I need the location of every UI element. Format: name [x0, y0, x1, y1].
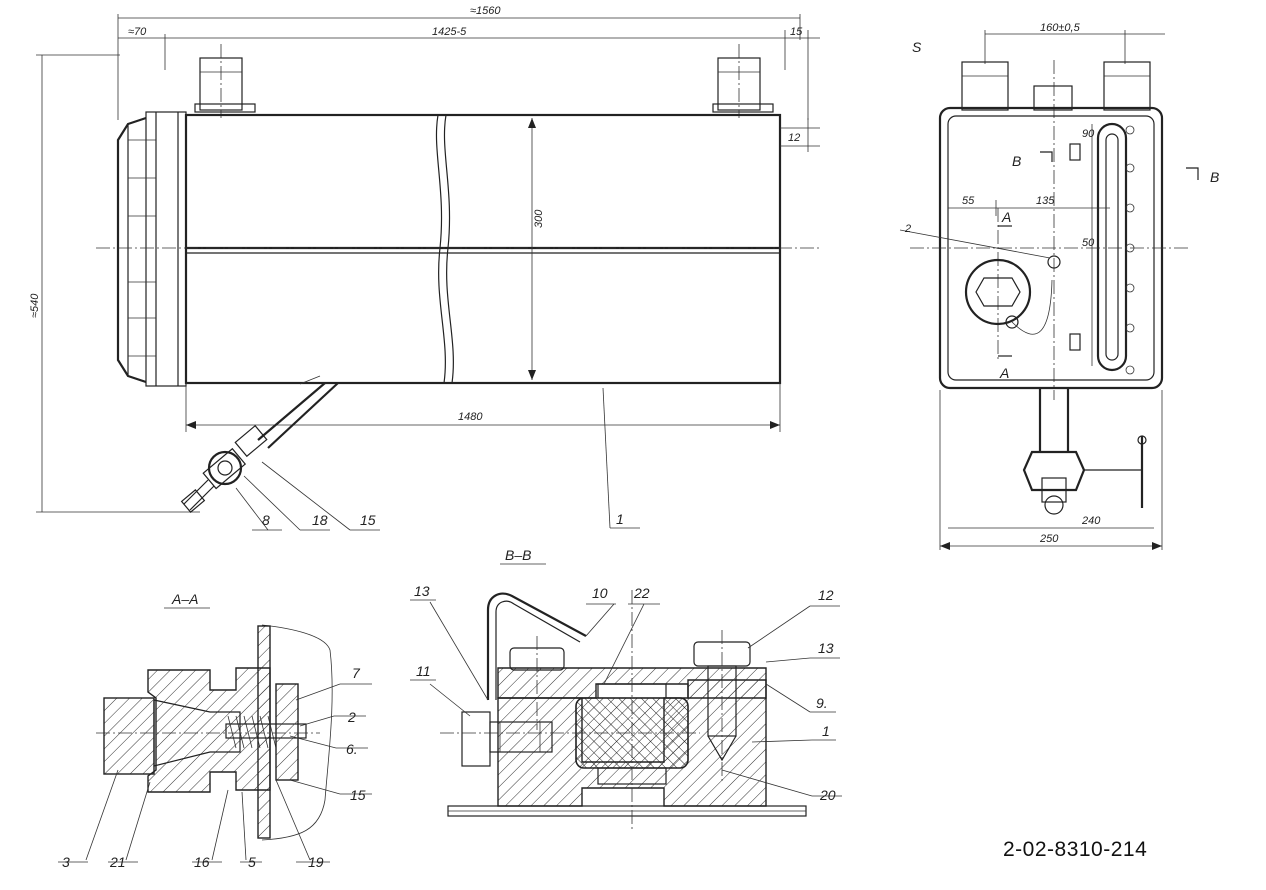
dim-side-bolt-spacing: 160±0,5: [1040, 22, 1081, 34]
label-part-3: 3: [62, 854, 70, 870]
label-part-11: 11: [416, 663, 431, 679]
side-view: S 160±0,5 90 50 55 135: [899, 22, 1219, 550]
label-part-9: 9.: [816, 695, 828, 711]
cut-label-a-bottom: A: [999, 365, 1009, 381]
label-part-15: 15: [360, 512, 376, 528]
dim-body-length: 1480: [458, 411, 483, 423]
cut-label-b-right: B: [1210, 169, 1219, 185]
dim-gauge-lower: 50: [1082, 237, 1095, 249]
dim-bolt-spacing: 1425-5: [432, 26, 467, 38]
label-part-1-section: 1: [822, 723, 830, 739]
label-part-16: 16: [194, 854, 210, 870]
dim-side-inner-width: 240: [1081, 515, 1101, 527]
label-part-21: 21: [109, 854, 126, 870]
dim-side-left: 55: [962, 195, 975, 207]
label-part-13-right: 13: [818, 640, 834, 656]
view-label-s: S: [912, 39, 922, 55]
label-part-13-left: 13: [414, 583, 430, 599]
dim-total-height: ≈540: [29, 293, 41, 318]
dim-body-height: 300: [533, 209, 545, 228]
label-part-19: 19: [308, 854, 324, 870]
section-title-b-b: B–B: [505, 547, 531, 563]
label-part-6: 6.: [346, 741, 358, 757]
label-part-12: 12: [818, 587, 834, 603]
drawing-number: 2-02-8310-214: [1003, 838, 1148, 861]
label-part-18: 18: [312, 512, 328, 528]
section-b-b: B–B: [410, 547, 842, 832]
cut-label-b-left: B: [1012, 153, 1021, 169]
dim-wall-offset: 12: [788, 132, 800, 144]
dim-gauge-upper: 90: [1082, 128, 1095, 140]
dim-side-right: 135: [1036, 195, 1055, 207]
label-part-22: 22: [633, 585, 650, 601]
dim-side-outer-width: 250: [1039, 533, 1059, 545]
mark-note: 2: [904, 223, 911, 235]
cut-label-a-top: A: [1001, 209, 1011, 225]
dim-end-offset: ≈70: [128, 26, 147, 38]
dim-overall-length: ≈1560: [470, 5, 501, 17]
label-part-2: 2: [347, 709, 356, 725]
label-part-20: 20: [819, 787, 836, 803]
label-part-7: 7: [352, 665, 361, 681]
front-view: ≈1560 1425-5 ≈70 15 12 300 1480 ≈540 1 8…: [29, 5, 820, 531]
label-part-5: 5: [248, 854, 256, 870]
section-title-a-a: A–A: [171, 591, 198, 607]
label-part-8: 8: [262, 512, 270, 528]
label-part-1: 1: [616, 511, 624, 527]
label-part-14: 15: [350, 787, 366, 803]
label-part-10: 10: [592, 585, 608, 601]
section-a-a: A–A 3 21 16 5: [58, 591, 372, 870]
dim-flange-offset: 15: [790, 26, 803, 38]
